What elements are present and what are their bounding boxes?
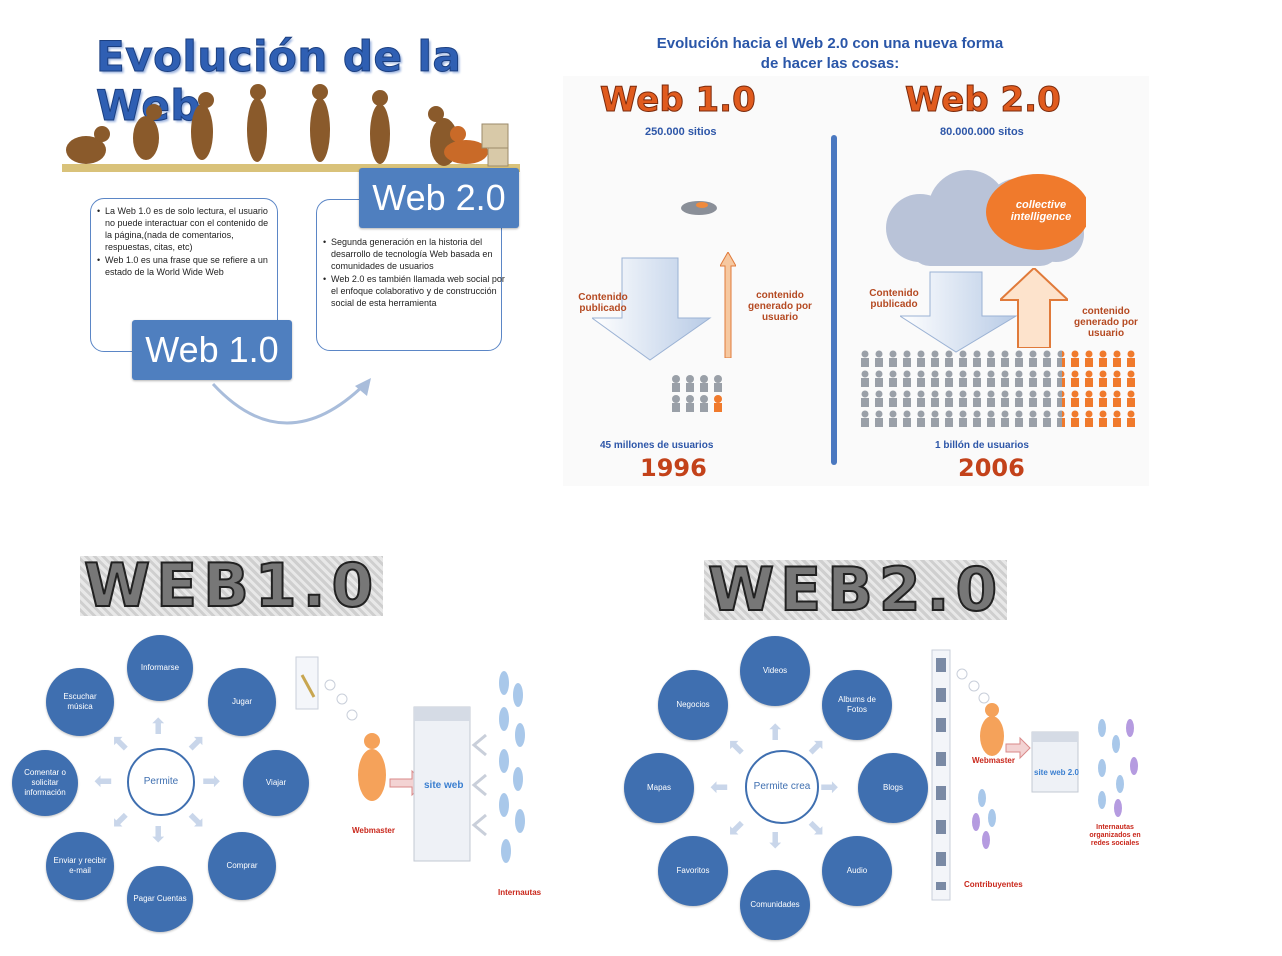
up-arrow-icon	[1000, 268, 1068, 348]
internautas-label: Internautas	[498, 888, 542, 897]
arrow-upleft-icon: ⬉	[728, 734, 747, 759]
cloud-icon	[886, 170, 1086, 266]
site-web-label: site web	[424, 780, 464, 791]
web10-bullet: Web 1.0 es una frase que se refiere a un…	[97, 254, 277, 278]
web20-user-content-label: contenido generado por usuario	[1074, 306, 1138, 339]
web20-node: Blogs	[858, 753, 928, 823]
users-small-icon	[672, 375, 722, 412]
web10-heading: Web 1.0	[600, 80, 757, 121]
web20-node: Mapas	[624, 753, 694, 823]
web10-node: Escuchar música	[46, 668, 114, 736]
arrow-upright-icon: ⬈	[806, 734, 825, 759]
web10-node: Enviar y recibir e-mail	[46, 832, 114, 900]
up-arrow-icon	[720, 252, 736, 358]
web20-heading: Web 2.0	[905, 80, 1062, 121]
arrow-downleft-icon: ⬋	[112, 806, 131, 831]
webmaster-label: Webmaster	[972, 756, 1015, 765]
web20-year: 2006	[958, 454, 1025, 482]
web10-bullet: La Web 1.0 es de solo lectura, el usuari…	[97, 205, 277, 253]
site-web-label: site web 2.0	[1034, 768, 1079, 777]
web10-users: 45 millones de usuarios	[600, 440, 714, 451]
web20-sites: 80.000.000 sitos	[940, 126, 1024, 138]
web10-node: Jugar	[208, 668, 276, 736]
collective-intelligence-label: collective intelligence	[1010, 199, 1072, 223]
web10-year: 1996	[640, 454, 707, 482]
web20-node: Audio	[822, 836, 892, 906]
internautas-label: Internautas organizados en redes sociale…	[1089, 824, 1141, 847]
web20-node: Favoritos	[658, 836, 728, 906]
web20-node: Negocios	[658, 670, 728, 740]
web20-node: Albums de Fotos	[822, 670, 892, 740]
web10-node: Informarse	[127, 635, 193, 701]
down-arrow-icon	[900, 271, 1018, 353]
web10-user-content-label: contenido generado por usuario	[748, 290, 812, 323]
web20-node: Videos	[740, 636, 810, 706]
arrow-down-icon: ⬇	[149, 822, 168, 847]
evolucion-title: Evolución de la Web	[96, 32, 462, 131]
arrow-upright-icon: ⬈	[186, 730, 205, 755]
web20-published-label: Contenido publicado	[869, 288, 919, 310]
arrow-upleft-icon: ⬉	[112, 730, 131, 755]
arrow-left-icon: ⬅	[94, 768, 113, 793]
curved-arrow	[211, 378, 371, 425]
web10-logo: WEB1.0	[80, 555, 384, 617]
down-arrow-icon	[592, 257, 712, 361]
web20-node: Comunidades	[740, 870, 810, 940]
comparison-title: Evolución hacia el Web 2.0 con una nueva…	[656, 35, 1004, 72]
divider-line	[831, 135, 837, 465]
arrow-up-icon: ⬆	[149, 714, 168, 739]
arrow-downleft-icon: ⬋	[728, 814, 747, 839]
web10-node: Pagar Cuentas	[127, 866, 193, 932]
web10-node: Comprar	[208, 832, 276, 900]
web10-hub: Permite	[127, 748, 195, 816]
arrow-right-icon: ➡	[202, 768, 221, 793]
web20-bullet: Web 2.0 es también llamada web social po…	[323, 273, 507, 309]
arrow-left-icon: ⬅	[710, 774, 729, 799]
web20-users: 1 billón de usuarios	[935, 440, 1029, 451]
web10-sites: 250.000 sitios	[645, 126, 717, 138]
arrow-right-icon: ➡	[820, 774, 839, 799]
web20-hub: Permite crea	[745, 750, 819, 824]
web20-bullet: Segunda generación en la historia del de…	[323, 236, 507, 272]
web10-node: Comentar o solicitar información	[12, 750, 78, 816]
users-crowd-icon	[858, 350, 1136, 430]
server-icon	[681, 201, 717, 215]
web10-node: Viajar	[243, 750, 309, 816]
web10-tag: Web 1.0	[132, 320, 292, 380]
web10-published-label: Contenido publicado	[578, 292, 628, 314]
arrow-down-icon: ⬇	[766, 828, 785, 853]
arrow-downright-icon: ⬊	[806, 814, 825, 839]
web10-architecture-illustration	[295, 656, 525, 863]
web20-architecture-illustration	[931, 649, 1138, 901]
web20-tag: Web 2.0	[359, 168, 519, 228]
web20-logo: WEB2.0	[704, 559, 1008, 621]
human-evolution-illustration	[62, 84, 520, 172]
arrow-up-icon: ⬆	[766, 720, 785, 745]
arrow-downright-icon: ⬊	[186, 806, 205, 831]
contribuyentes-label: Contribuyentes	[964, 880, 1023, 889]
webmaster-label: Webmaster	[352, 826, 395, 835]
